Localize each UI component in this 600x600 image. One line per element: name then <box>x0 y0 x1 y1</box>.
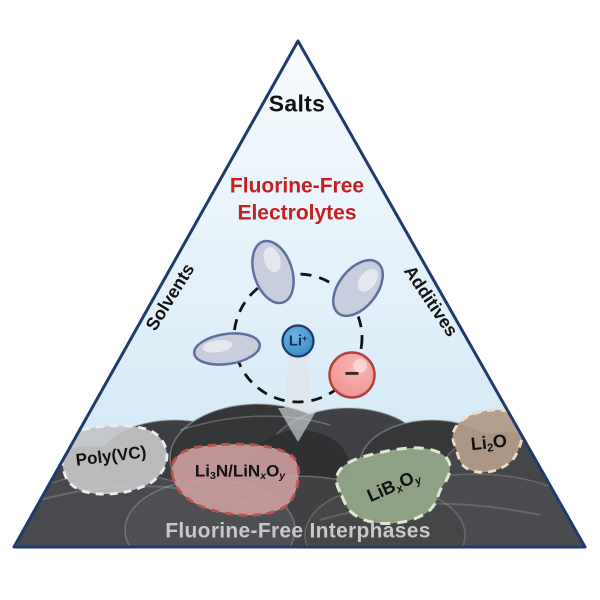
triangle-border <box>12 39 587 549</box>
li2o-label: Li2O <box>469 430 508 455</box>
deposition-arrow-icon <box>278 352 318 442</box>
poly-vc-blob <box>59 424 169 496</box>
title-line1: Fluorine-Free <box>229 174 365 198</box>
anion-highlight <box>353 359 367 373</box>
libxoy-blob <box>334 446 452 525</box>
solvent-molecule-icon <box>251 239 295 305</box>
interphases-caption: Fluorine-Free Interphases <box>165 519 431 543</box>
li3n-linxoy-blob <box>170 442 300 517</box>
li2o-blob <box>451 408 524 474</box>
anion-minus-label: − <box>344 358 360 388</box>
title-line2: Electrolytes <box>237 201 357 225</box>
salts-label: Salts <box>268 90 326 117</box>
solvent-molecule-icon <box>193 332 261 366</box>
lithium-cation-icon <box>281 324 315 358</box>
solvent-molecule-icon <box>332 258 384 318</box>
anion-icon <box>328 351 376 399</box>
lithium-cation-label: Li+ <box>288 332 308 350</box>
li3n-linxoy-label: Li3N/LiNxOy <box>194 461 286 483</box>
